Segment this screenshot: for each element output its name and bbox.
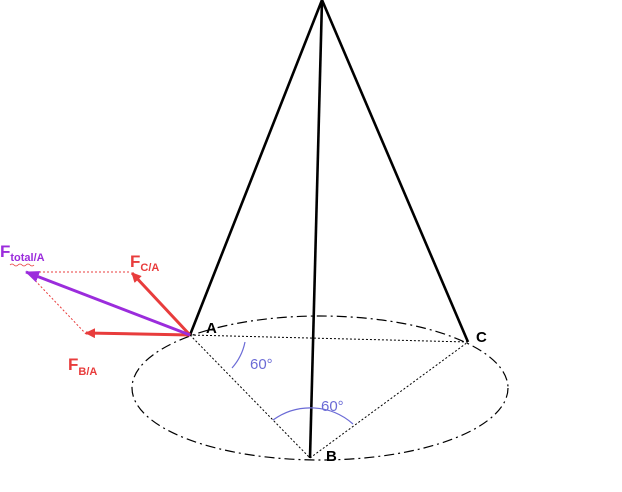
base-edge-ab bbox=[189, 334, 311, 459]
base-edge-ac bbox=[189, 334, 469, 343]
force-label-c-a: FC/A bbox=[130, 252, 159, 274]
point-label-a: A bbox=[206, 320, 217, 337]
angle-arc-b bbox=[272, 407, 354, 425]
force-label-c-a-sub: C/A bbox=[140, 262, 159, 274]
leg-b bbox=[308, 0, 324, 459]
force-label-total-a: Ftotal/A bbox=[0, 242, 45, 264]
force-label-total-a-sub: total/A bbox=[10, 252, 44, 264]
point-label-c: C bbox=[476, 329, 487, 346]
point-label-b: B bbox=[326, 448, 337, 465]
force-label-total-a-main: F bbox=[0, 242, 10, 261]
spellcheck-squiggle bbox=[9, 263, 35, 267]
force-label-c-a-main: F bbox=[130, 252, 140, 271]
leg-a bbox=[188, 0, 324, 336]
angle-label-a: 60° bbox=[250, 356, 273, 373]
force-label-b-a-main: F bbox=[68, 355, 78, 374]
base-edge-bc bbox=[309, 341, 469, 459]
angle-arc-a bbox=[231, 341, 246, 369]
force-total-a-arrow bbox=[25, 270, 191, 337]
force-label-b-a: FB/A bbox=[68, 355, 97, 378]
leg-c bbox=[320, 0, 470, 343]
base-circle bbox=[131, 315, 509, 461]
force-c-a-arrow bbox=[130, 271, 192, 337]
construction-line-left bbox=[26, 271, 87, 335]
force-label-b-a-sub: B/A bbox=[78, 366, 97, 378]
force-b-a-arrow bbox=[85, 328, 191, 339]
angle-label-b: 60° bbox=[321, 398, 344, 415]
